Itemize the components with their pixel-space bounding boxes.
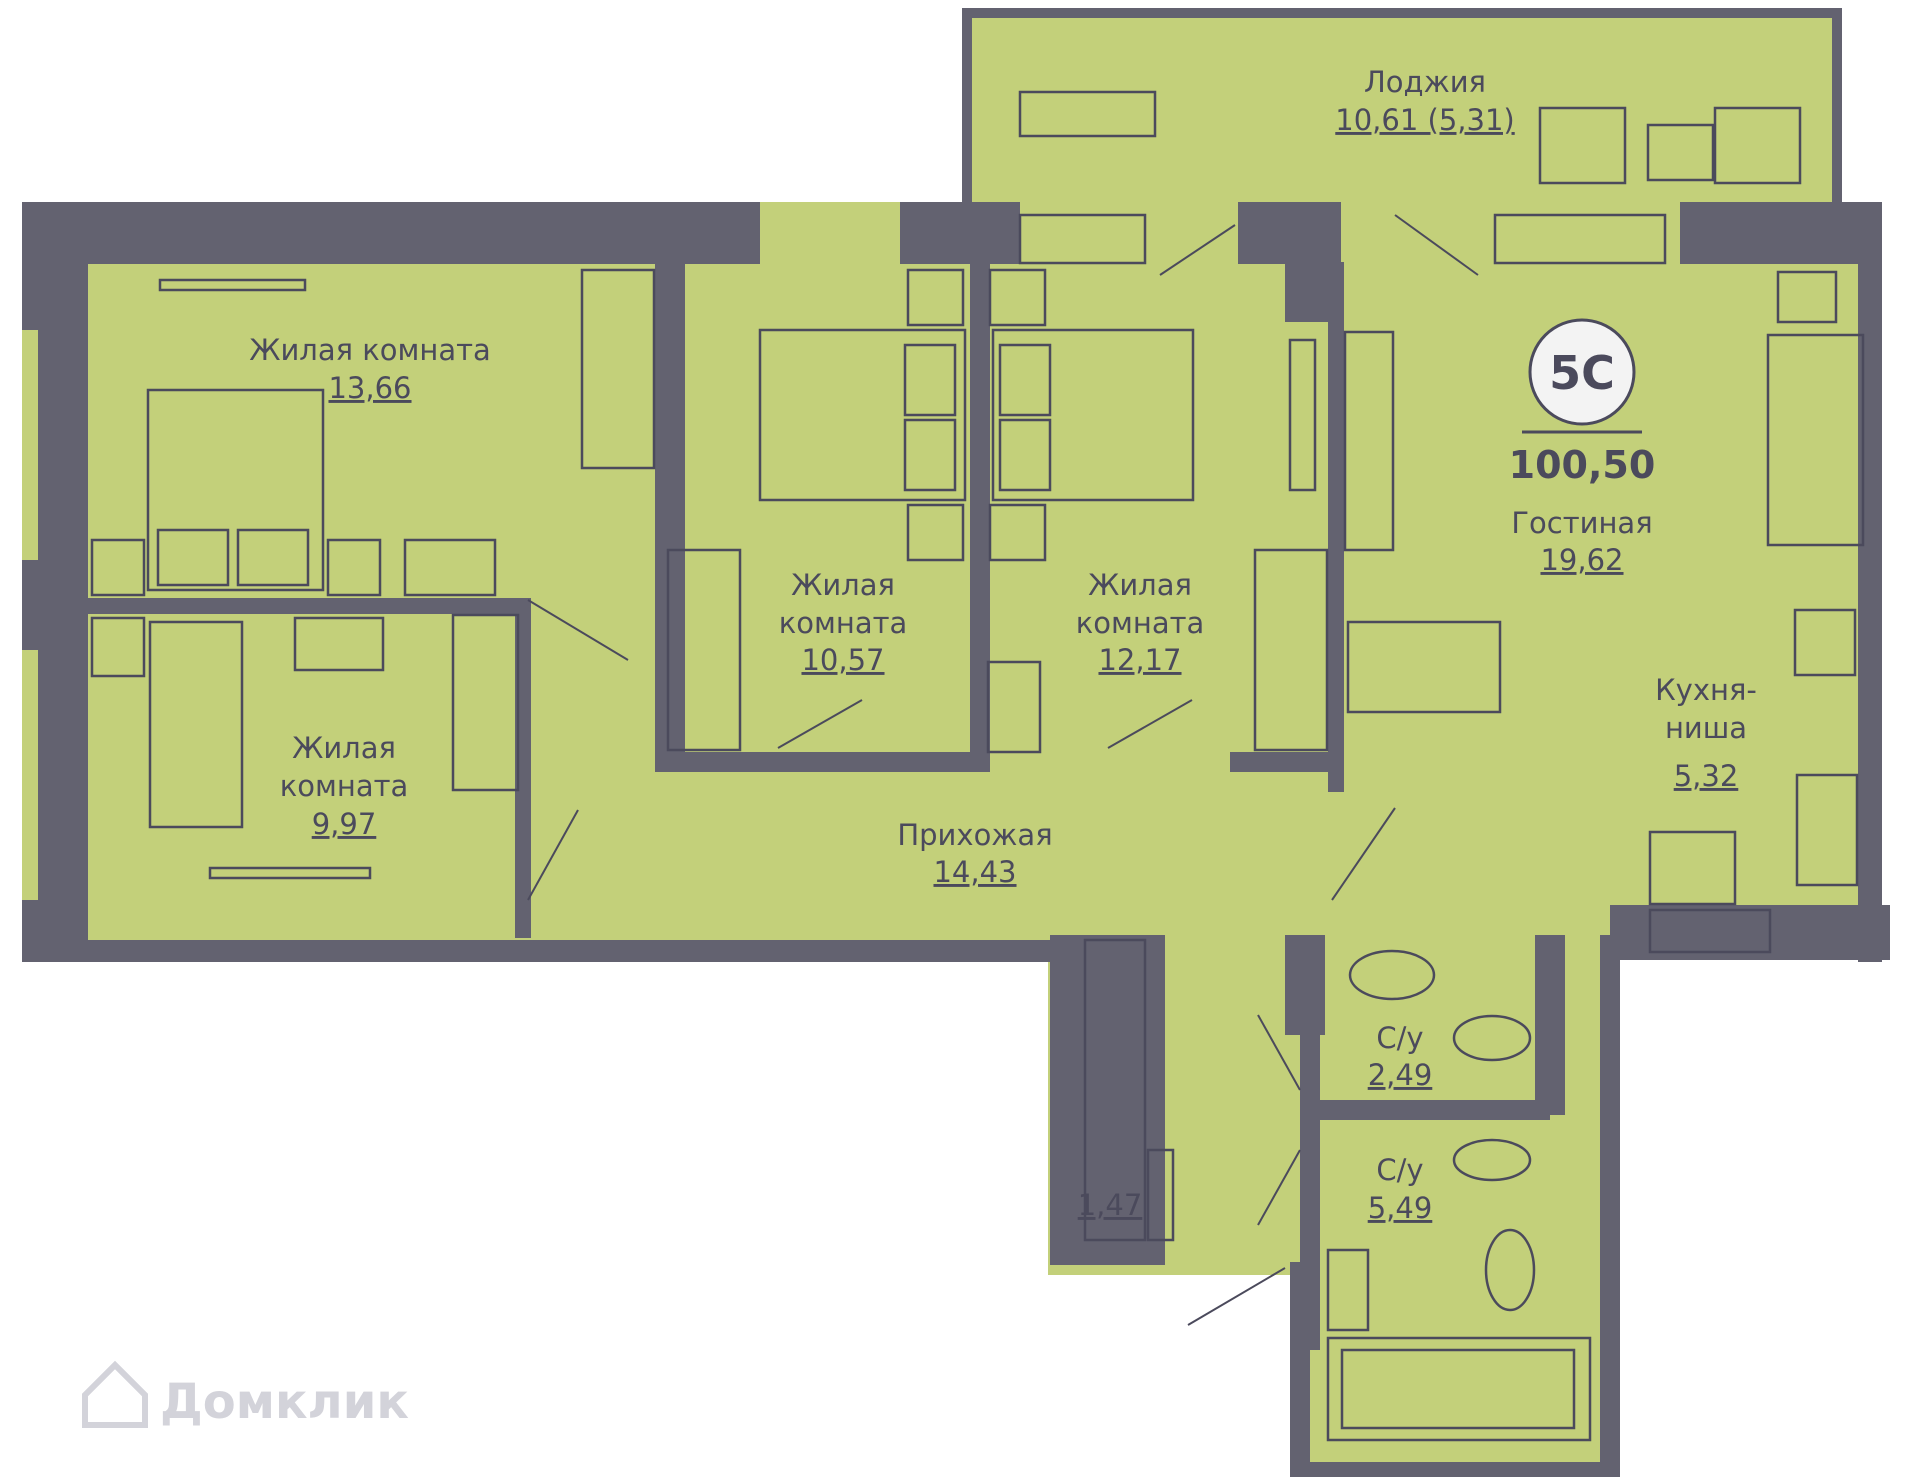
kitchen-name-1: Кухня-: [1655, 673, 1757, 707]
watermark-text: Домклик: [160, 1374, 409, 1430]
living-area: 19,62: [1540, 543, 1623, 577]
bedroom-10-name-1: Жилая: [791, 568, 895, 602]
wc-small-name: С/у: [1376, 1021, 1423, 1055]
apartment-type-badge: 5С: [1549, 346, 1615, 400]
apartment-badge: 5С 100,50: [1509, 318, 1656, 487]
loggia-name: Лоджия: [1364, 65, 1486, 99]
wc-large-name: С/у: [1376, 1153, 1423, 1187]
bedroom-9-name-2: комната: [280, 769, 409, 803]
bedroom-12-area: 12,17: [1098, 643, 1181, 677]
kitchen-name-2: ниша: [1665, 711, 1747, 745]
home-icon: [82, 1360, 148, 1428]
living-name: Гостиная: [1511, 506, 1652, 540]
furniture: [90, 90, 1865, 1442]
watermark: Домклик: [82, 1360, 409, 1430]
hallway-area: 14,43: [933, 855, 1016, 889]
bedroom-12-name-2: комната: [1076, 606, 1205, 640]
total-area: 100,50: [1509, 443, 1656, 487]
storage-area: 1,47: [1078, 1188, 1143, 1222]
bedroom-10-area: 10,57: [801, 643, 884, 677]
bedroom-9-area: 9,97: [312, 807, 377, 841]
bedroom-9-name-1: Жилая: [292, 731, 396, 765]
kitchen-area: 5,32: [1674, 759, 1739, 793]
hallway-name: Прихожая: [897, 818, 1052, 852]
bedroom-10-name-2: комната: [779, 606, 908, 640]
room-labels: Лоджия 10,61 (5,31) Жилая комната 13,66 …: [249, 65, 1757, 1225]
wc-small-area: 2,49: [1368, 1058, 1433, 1092]
wc-large-area: 5,49: [1368, 1191, 1433, 1225]
bedroom-13-name: Жилая комната: [249, 333, 491, 367]
bedroom-13-area: 13,66: [328, 371, 411, 405]
bedroom-12-name-1: Жилая: [1088, 568, 1192, 602]
walls: [22, 8, 1890, 1477]
loggia-area: 10,61 (5,31): [1335, 103, 1514, 137]
